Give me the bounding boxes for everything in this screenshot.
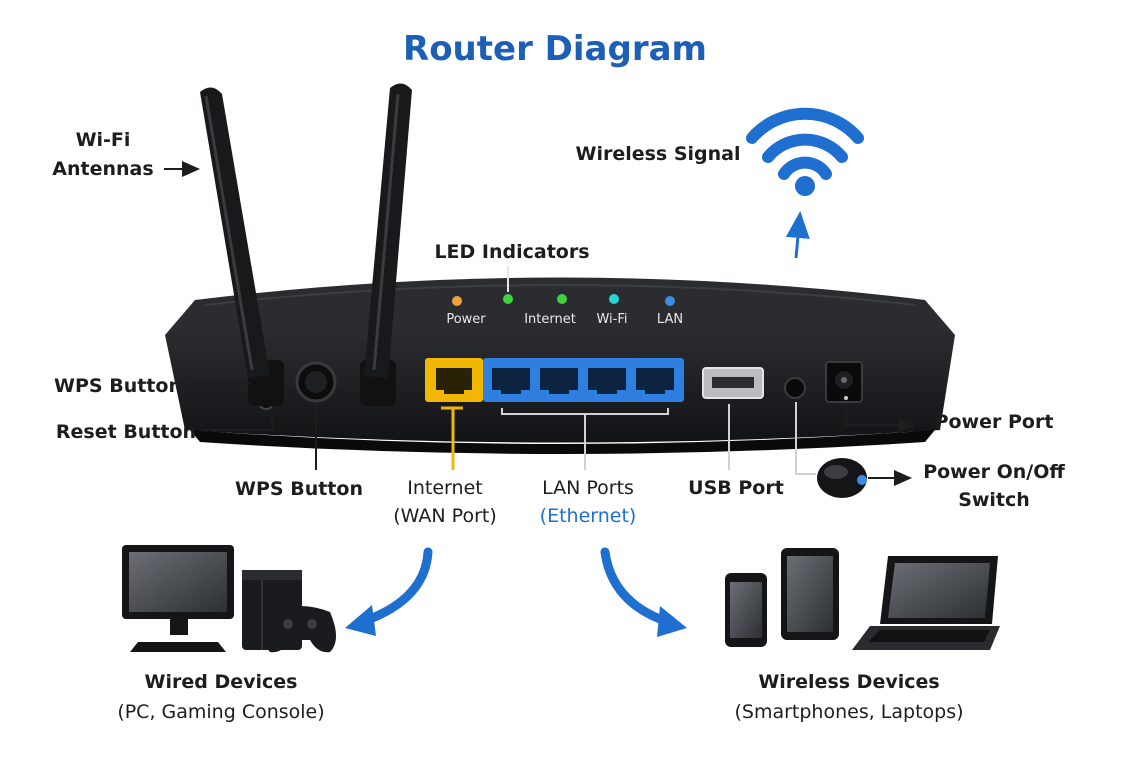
smartphone-icon [725,573,767,647]
label-led-indicators: LED Indicators [434,241,589,263]
label-power-port: Power Port [935,411,1054,433]
arrow-to-wireless-devices-head [657,606,687,637]
arrow-to-wired-devices [357,547,433,627]
leader-wan [441,406,463,470]
leader-wps-left [189,382,251,386]
label-wireless-devices-sub: (Smartphones, Laptops) [734,701,963,723]
label-power-switch-1: Power On/Off [923,461,1065,483]
label-internet-2: (WAN Port) [393,505,497,527]
leader-reset [200,408,273,431]
label-lan-ports-2: (Ethernet) [540,505,637,527]
wps-round-button [295,361,337,403]
led-internet [503,294,513,304]
leader-lan [501,408,669,470]
dc-power-jack [825,361,863,403]
led-power [452,296,462,306]
lan-ports [483,358,684,402]
arrow-to-wireless-devices [600,547,673,627]
label-wired-devices: Wired Devices [145,671,298,693]
lan-port-1 [492,368,530,394]
led-lan-1 [609,294,619,304]
label-reset-button: Reset Button [56,421,196,443]
led-label-power: Power [446,312,486,327]
diagram-title: Router Diagram [403,29,707,69]
lan-port-4 [636,368,674,394]
label-wireless-signal: Wireless Signal [575,143,740,165]
antenna-right [364,83,412,379]
led-indicators: Power Internet Wi-Fi LAN [446,294,683,327]
leader-power-switch [795,402,816,475]
led-label-internet: Internet [524,312,576,327]
tablet-icon [781,548,839,640]
leader-power-port [845,404,916,433]
wifi-signal-icon [746,107,864,180]
laptop-icon [852,556,1000,650]
power-switch-hole [784,377,806,399]
antenna-left-highlight [204,95,254,371]
power-switch-knob [817,458,867,498]
label-lan-ports-1: LAN Ports [542,477,634,499]
led-wifi [557,294,567,304]
usb-port [702,367,764,399]
lan-port-3 [588,368,626,394]
label-internet-1: Internet [407,477,482,499]
wan-port [425,358,483,402]
led-label-wifi: Wi-Fi [596,312,627,327]
wireless-signal-arrow [785,211,810,259]
wifi-signal-dot [795,176,815,196]
pc-monitor-icon [122,545,234,652]
label-wireless-devices: Wireless Devices [758,671,939,693]
router-base-shadow [190,430,935,454]
led-lan-2 [665,296,675,306]
router-ridge [204,284,916,306]
label-power-switch-2: Switch [958,489,1030,511]
gamepad-icon [264,606,336,653]
lan-port-2 [540,368,578,394]
antenna-right-highlight [372,93,400,371]
label-usb-port: USB Port [688,477,784,499]
label-wifi-antennas-2: Antennas [52,158,153,180]
arrow-to-wired-devices-head [345,605,376,636]
label-wps-button-bottom: WPS Button [235,478,363,500]
label-wired-devices-sub: (PC, Gaming Console) [117,701,324,723]
label-wifi-antennas-1: Wi-Fi [76,129,131,151]
wifi-antennas [200,83,412,379]
label-wps-button-left: WPS Button [54,375,182,397]
led-label-lan: LAN [657,312,683,327]
